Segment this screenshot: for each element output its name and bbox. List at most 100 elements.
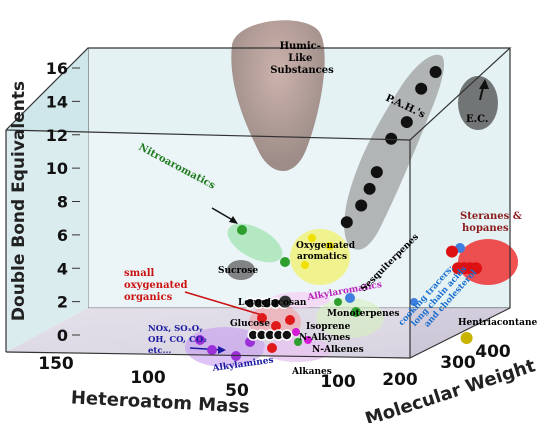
label-nox-line1: NOx, SOₓOᵧ (148, 324, 203, 334)
cluster-point (257, 313, 267, 323)
cluster-point (334, 298, 342, 306)
cluster-point (237, 225, 247, 235)
label-smalloxy-line1: small (124, 268, 154, 279)
cluster-markers (195, 225, 465, 361)
label-monoterpenes: Monoterpenes (327, 309, 400, 319)
nox-arrowhead (218, 346, 226, 354)
ec-arrowhead (479, 79, 489, 89)
cluster-point (345, 293, 355, 303)
label-oxyarom-line1: Oxygenated (296, 241, 356, 251)
label-smalloxy-line2: oxygenated (124, 280, 188, 291)
label-smalloxy-line3: organics (124, 292, 173, 303)
label-ec: E.C. (466, 114, 488, 125)
y-tick-10: 10 (46, 159, 68, 178)
edge-floor-right (409, 307, 511, 359)
data-point (281, 329, 293, 341)
label-steranes-line1: Steranes & (460, 211, 522, 222)
series-3 (247, 329, 293, 341)
label-n-alkynes: N-Alkynes (299, 333, 350, 343)
oxygenated-aromatics-region (290, 229, 350, 285)
mw-tick-400: 400 (475, 342, 511, 362)
data-point (370, 166, 383, 179)
data-point (355, 199, 368, 212)
data-point (363, 182, 376, 195)
cluster-point (267, 343, 277, 353)
label-glucose: Glucose (230, 319, 270, 329)
data-point (415, 82, 428, 95)
label-steranes: Steranes & hopanes (460, 211, 525, 234)
box-edges (5, 47, 512, 359)
steranes-region (458, 239, 518, 285)
ec-region (458, 76, 498, 130)
cluster-point (280, 257, 290, 267)
cluster-point (304, 336, 312, 344)
hm-tick-100: 100 (130, 368, 166, 388)
label-alkanes: Alkanes (291, 367, 332, 377)
label-steranes-line2: hopanes (462, 223, 509, 234)
label-humic: Humic- Like Substances (270, 41, 334, 76)
mw-tick-300: 300 (440, 353, 476, 373)
data-point (279, 295, 292, 308)
nox-region (185, 327, 265, 367)
terpene-region (316, 298, 384, 338)
data-point (340, 216, 353, 229)
hm-tick-50: 50 (225, 381, 249, 401)
mw-tick-200: 200 (382, 370, 418, 390)
hm-tick-150: 150 (38, 354, 74, 374)
data-point (429, 66, 442, 78)
cluster-point (351, 307, 361, 317)
data-point (446, 245, 458, 258)
edge-floor-front (5, 351, 411, 359)
y-tick-6: 6 (57, 226, 68, 245)
label-humic-line2: Like (288, 53, 312, 64)
y-tick-16: 16 (46, 59, 68, 78)
y-tick-2: 2 (57, 293, 68, 312)
label-humic-line3: Substances (270, 65, 334, 76)
data-point (460, 332, 473, 344)
label-nox: NOx, SOₓOᵧ OH, CO, CO₂ etc... (148, 324, 210, 356)
y-axis-title: Double Bond Equivalents (9, 81, 29, 321)
y-tick-12: 12 (46, 126, 68, 145)
nitro-arrowhead (229, 216, 238, 224)
mw-axis-ticks: 100 200 300 400 (320, 342, 511, 392)
cluster-point (271, 321, 281, 331)
y-tick-8: 8 (57, 193, 68, 212)
cluster-point (195, 335, 205, 345)
label-hentriacontane: Hentriacontane (458, 318, 537, 328)
series-4 (460, 332, 473, 344)
y-tick-0: 0 (57, 326, 68, 345)
small-oxy-arrow (184, 291, 263, 316)
cluster-point (301, 261, 309, 269)
cluster-point (308, 234, 316, 242)
cluster-point (294, 338, 302, 346)
label-small-oxygenated: small oxygenated organics (124, 268, 191, 303)
label-nox-line2: OH, CO, CO₂ (148, 335, 207, 345)
label-oxygenated-aromatics: Oxygenated aromatics (296, 241, 358, 262)
humic-region (231, 20, 325, 172)
label-n-alkenes: N-Alkenes (312, 345, 364, 355)
cluster-point (207, 345, 217, 355)
y-tick-14: 14 (46, 92, 68, 111)
series-5 (279, 295, 292, 308)
label-nox-line3: etc... (148, 346, 171, 356)
label-oxyarom-line2: aromatics (297, 252, 347, 262)
data-point (400, 116, 413, 129)
label-humic-line1: Humic- (280, 41, 321, 52)
y-tick-4: 4 (57, 259, 68, 278)
hm-axis-title: Heteroatom Mass (70, 387, 250, 417)
series-0 (340, 66, 442, 229)
data-point (470, 262, 482, 275)
y-axis-ticks: 0 2 4 6 8 10 12 14 16 (46, 59, 80, 345)
cluster-point (285, 315, 295, 325)
cluster-point (326, 242, 334, 250)
sucrose-region (227, 260, 255, 280)
cluster-point (410, 298, 418, 306)
marker-layer (195, 66, 482, 361)
pah-region (344, 54, 445, 250)
mw-tick-100: 100 (320, 372, 356, 392)
hm-axis-ticks: 150 100 50 (38, 354, 249, 401)
series-1 (446, 245, 482, 275)
left-wall (6, 48, 88, 352)
data-point (385, 132, 398, 145)
